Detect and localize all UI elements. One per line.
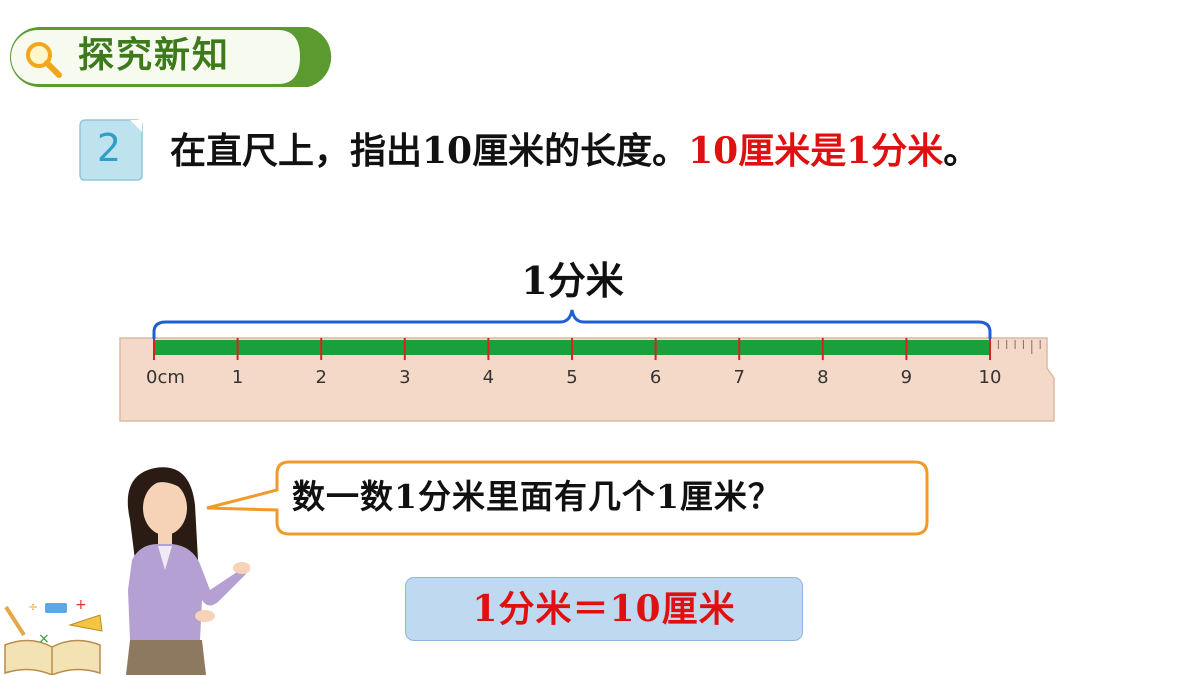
ruler-tick-label: 3 <box>399 367 410 388</box>
teacher-illustration <box>126 467 250 675</box>
svg-text:÷: ÷ <box>28 600 38 614</box>
section-title: 探究新知 <box>78 35 231 76</box>
ruler-tick-label: 0cm <box>146 367 185 388</box>
ruler-tick-label: 5 <box>566 367 577 388</box>
svg-text:+: + <box>75 597 87 613</box>
answer-box: 1分米＝10厘米 <box>405 577 803 641</box>
ruler-tick-label: 2 <box>315 367 326 388</box>
ruler-tick-label: 8 <box>817 367 828 388</box>
ruler-tick-label: 4 <box>483 367 494 388</box>
ruler-tick-label: 10 <box>979 367 1002 388</box>
svg-text:×: × <box>38 631 50 647</box>
magnifier-icon <box>26 42 62 78</box>
problem-number: 2 <box>96 126 122 170</box>
heading-red: 10厘米是1分米 <box>688 130 944 172</box>
ruler-span-label: 1分米 <box>521 258 624 303</box>
section-banner <box>10 27 332 87</box>
problem-number-badge <box>79 119 143 181</box>
speech-bubble <box>206 460 929 536</box>
heading-end: 。 <box>943 130 980 172</box>
span-brace <box>152 309 992 339</box>
ruler-tick-label: 9 <box>901 367 912 388</box>
problem-heading: 在直尺上，指出10厘米的长度。10厘米是1分米。 <box>170 126 979 176</box>
ruler-tick-label: 7 <box>733 367 744 388</box>
speech-text: 数一数1分米里面有几个1厘米？ <box>292 477 782 516</box>
stationery-illustration: + ÷ × <box>4 597 103 675</box>
ruler-tick-label: 1 <box>232 367 243 388</box>
heading-black: 在直尺上，指出10厘米的长度。 <box>170 130 689 172</box>
ruler-tick-label: 6 <box>650 367 661 388</box>
